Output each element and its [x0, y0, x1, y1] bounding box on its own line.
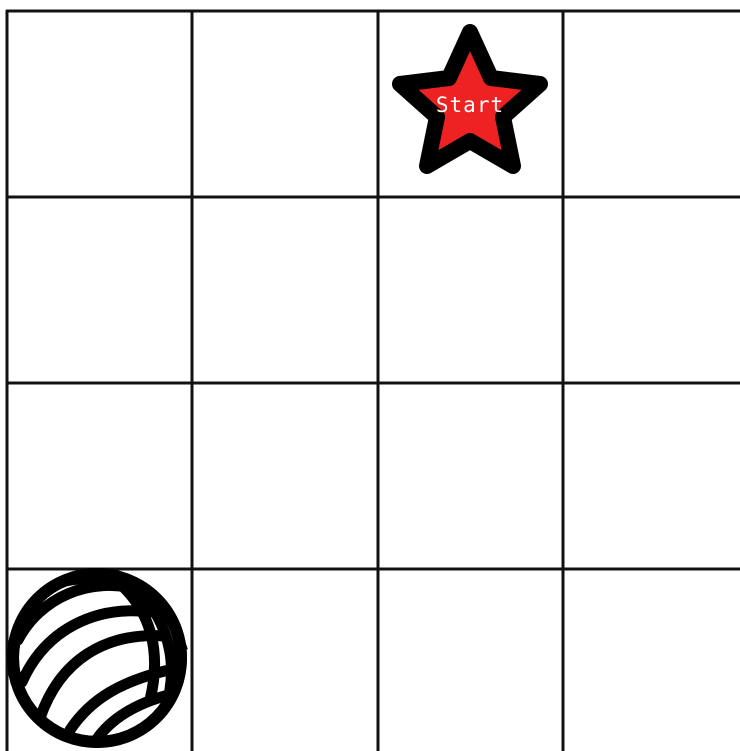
start-label: Start — [436, 93, 504, 117]
volleyball-icon — [13, 574, 185, 742]
volleyball-piece[interactable] — [13, 574, 185, 742]
